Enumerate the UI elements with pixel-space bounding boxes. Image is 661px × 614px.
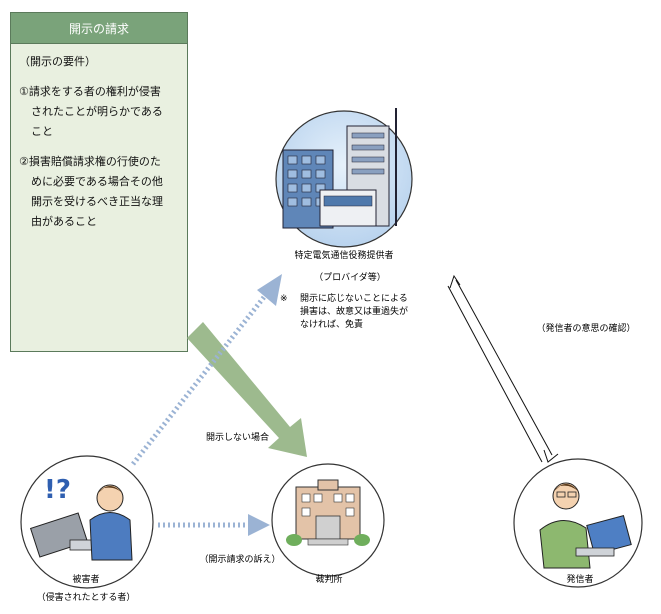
note-line-3: なければ、免責 [300,318,363,330]
requirements-panel: 開示の請求 （開示の要件） ①請求をする者の権利が侵害 されたことが明らかである… [10,12,188,352]
confirm-label: （発信者の意思の確認） [536,322,635,334]
requirement-2-line-1: ②損害賠償請求権の行使のた [19,155,161,168]
note-mark: ※ [280,294,288,304]
note-line-1: 開示に応じないことによる [300,292,408,304]
no-disclosure-label: 開示しない場合 [206,431,269,443]
victim-illustration [20,455,154,589]
panel-body: （開示の要件） ①請求をする者の権利が侵害 されたことが明らかである こと ②損… [11,44,187,232]
dotted-arrow-victim-to-court [158,514,270,536]
court-label: 裁判所 [315,573,342,585]
requirement-1-line-1: ①請求をする者の権利が侵害 [19,85,161,98]
panel-title: 開示の請求 [11,13,187,44]
sender-label: 発信者 [566,573,593,585]
lawsuit-label: （開示請求の訴え） [199,553,280,565]
requirement-2-line-2: めに必要である場合その他 [31,175,163,188]
question-marks: !? [44,475,71,505]
victim-label: 被害者 [72,573,99,585]
provider-sublabel: （プロバイダ等） [314,271,386,283]
requirements-heading: （開示の要件） [19,55,96,68]
note-line-2: 損害は、故意又は重過失が [300,305,408,317]
provider-illustration [275,108,413,248]
requirement-2-line-3: 開示を受けるべき正当な理 [31,195,163,208]
requirement-2-line-4: 由があること [31,215,97,228]
thick-arrow-no-disclosure [187,322,307,457]
provider-label: 特定電気通信役務提供者 [294,249,393,261]
sender-illustration [513,458,643,588]
requirement-1-line-3: こと [31,125,53,138]
requirement-1-line-2: されたことが明らかである [31,105,163,118]
victim-sublabel: （侵害されたとする者） [37,591,136,603]
court-illustration [271,463,385,577]
double-arrow-provider-sender [447,274,559,463]
dotted-arrow-victim-to-provider [131,274,282,466]
